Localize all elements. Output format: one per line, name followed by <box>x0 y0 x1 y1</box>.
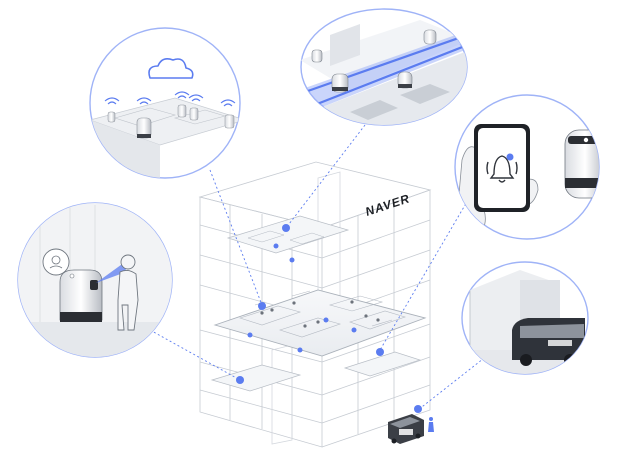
robot-icon <box>331 73 349 93</box>
connector-lines <box>149 124 489 411</box>
marker-floor-a <box>258 302 266 310</box>
person-icon <box>117 254 139 331</box>
bubble-corridor <box>300 8 468 126</box>
marker-vehicle <box>414 405 422 413</box>
upper-floor <box>226 215 350 254</box>
connector-face <box>149 329 241 381</box>
connector-wifi <box>209 169 263 306</box>
wifi-icon <box>104 91 236 107</box>
bell-icon <box>486 155 518 183</box>
robot-icon <box>136 117 152 139</box>
bubble-phone-notification <box>454 94 600 240</box>
lower-floor <box>210 351 422 392</box>
bubble-cloud-network <box>89 27 241 179</box>
connector-phone <box>379 199 469 351</box>
marker-floor-lower <box>236 376 244 384</box>
highlighted-floor <box>213 289 427 357</box>
location-markers <box>236 224 422 413</box>
connector-corridor <box>285 124 366 229</box>
bubble-autonomous-vehicle <box>461 261 589 375</box>
person-icon <box>428 417 434 432</box>
robot-icon <box>59 269 103 322</box>
building-roof <box>198 161 432 229</box>
delivery-vehicle-icon <box>512 318 585 366</box>
phone-icon <box>474 124 530 212</box>
bubble-face-recognition <box>17 202 173 358</box>
delivery-vehicle-icon <box>388 414 424 444</box>
connector-vehicle <box>417 354 489 411</box>
marker-floor-b <box>376 348 384 356</box>
naver-logo: NAVER <box>364 191 412 219</box>
marker-floor-upper <box>282 224 290 232</box>
cloud-icon <box>148 58 194 79</box>
